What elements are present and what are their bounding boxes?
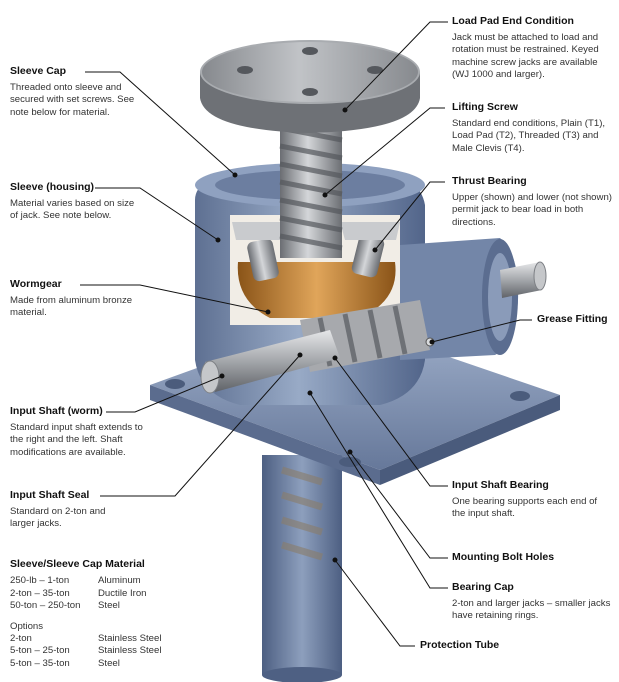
callout-input-shaft-seal: Input Shaft Seal Standard on 2-ton and l… — [10, 489, 130, 531]
option-value: Stainless Steel — [98, 633, 162, 645]
callout-input-shaft-bearing: Input Shaft Bearing One bearing supports… — [452, 479, 602, 521]
callout-description: Upper (shown) and lower (not shown) perm… — [452, 192, 612, 228]
callout-title: Input Shaft (worm) — [10, 405, 103, 417]
option-value: Stainless Steel — [98, 645, 162, 657]
material-value: Ductile Iron — [98, 587, 147, 599]
input-shaft-shape — [200, 261, 547, 394]
callout-title: Input Shaft Seal — [10, 489, 90, 501]
option-range: 5-ton – 25-ton — [10, 645, 70, 657]
callout-protection-tube: Protection Tube — [420, 639, 540, 652]
callout-description: Standard input shaft extends to the righ… — [10, 422, 143, 458]
option-row: 5-ton – 25-ton Stainless Steel — [10, 645, 210, 657]
callout-description: Standard end conditions, Plain (T1), Loa… — [452, 118, 606, 154]
material-row: 250-lb – 1-ton Aluminum — [10, 575, 210, 587]
callout-description: 2-ton and larger jacks – smaller jacks h… — [452, 598, 611, 622]
callout-description: Standard on 2-ton and larger jacks. — [10, 506, 106, 530]
material-value: Aluminum — [98, 575, 141, 587]
material-table: Sleeve/Sleeve Cap Material 250-lb – 1-to… — [10, 558, 210, 670]
material-value: Steel — [98, 600, 120, 612]
callout-title: Sleeve (housing) — [10, 181, 95, 193]
callout-description: Jack must be attached to load and rotati… — [452, 32, 599, 81]
option-range: 2-ton — [10, 633, 32, 645]
callout-load-pad-end-condition: Load Pad End Condition Jack must be atta… — [452, 15, 612, 82]
callout-title: Mounting Bolt Holes — [452, 551, 555, 563]
option-range: 5-ton – 35-ton — [10, 657, 70, 669]
protection-tube-shape — [262, 455, 342, 682]
material-range: 50-ton – 250-ton — [10, 600, 81, 612]
callout-title: Sleeve Cap — [10, 65, 67, 77]
callout-title: Protection Tube — [420, 639, 500, 651]
callout-sleeve-cap: Sleeve Cap Threaded onto sleeve and secu… — [10, 65, 145, 119]
load-pad-shape — [200, 40, 420, 133]
callout-title: Load Pad End Condition — [452, 15, 574, 27]
option-row: 2-ton Stainless Steel — [10, 633, 210, 645]
callout-description: Threaded onto sleeve and secured with se… — [10, 82, 135, 118]
callout-thrust-bearing: Thrust Bearing Upper (shown) and lower (… — [452, 175, 612, 229]
lifting-screw-shape — [279, 118, 343, 258]
thrust-bearing-shape — [232, 222, 400, 282]
callout-lifting-screw: Lifting Screw Standard end conditions, P… — [452, 101, 612, 155]
material-row: 50-ton – 250-ton Steel — [10, 600, 210, 612]
callout-bearing-cap: Bearing Cap 2-ton and larger jacks – sma… — [452, 581, 617, 623]
callout-description: One bearing supports each end of the inp… — [452, 496, 598, 520]
material-table-title: Sleeve/Sleeve Cap Material — [10, 558, 145, 570]
callout-title: Grease Fitting — [537, 313, 608, 325]
material-row: 2-ton – 35-ton Ductile Iron — [10, 588, 210, 600]
callout-description: Made from aluminum bronze material. — [10, 295, 133, 319]
option-row: 5-ton – 35-ton Steel — [10, 658, 210, 670]
callout-input-shaft-worm: Input Shaft (worm) Standard input shaft … — [10, 405, 145, 459]
option-value: Steel — [98, 657, 120, 669]
callout-title: Thrust Bearing — [452, 175, 527, 187]
leader-lines — [80, 21, 532, 647]
callout-sleeve-housing: Sleeve (housing) Material varies based o… — [10, 181, 140, 223]
callout-grease-fitting: Grease Fitting — [537, 313, 617, 326]
callout-mounting-bolt-holes: Mounting Bolt Holes — [452, 551, 602, 564]
callout-title: Input Shaft Bearing — [452, 479, 549, 491]
callout-title: Lifting Screw — [452, 101, 518, 113]
material-range: 2-ton – 35-ton — [10, 587, 70, 599]
callout-title: Bearing Cap — [452, 581, 514, 593]
callout-wormgear: Wormgear Made from aluminum bronze mater… — [10, 278, 135, 320]
options-label: Options — [10, 620, 44, 632]
material-range: 250-lb – 1-ton — [10, 575, 70, 587]
callout-description: Material varies based on size of jack. S… — [10, 198, 135, 222]
callout-title: Wormgear — [10, 278, 62, 290]
